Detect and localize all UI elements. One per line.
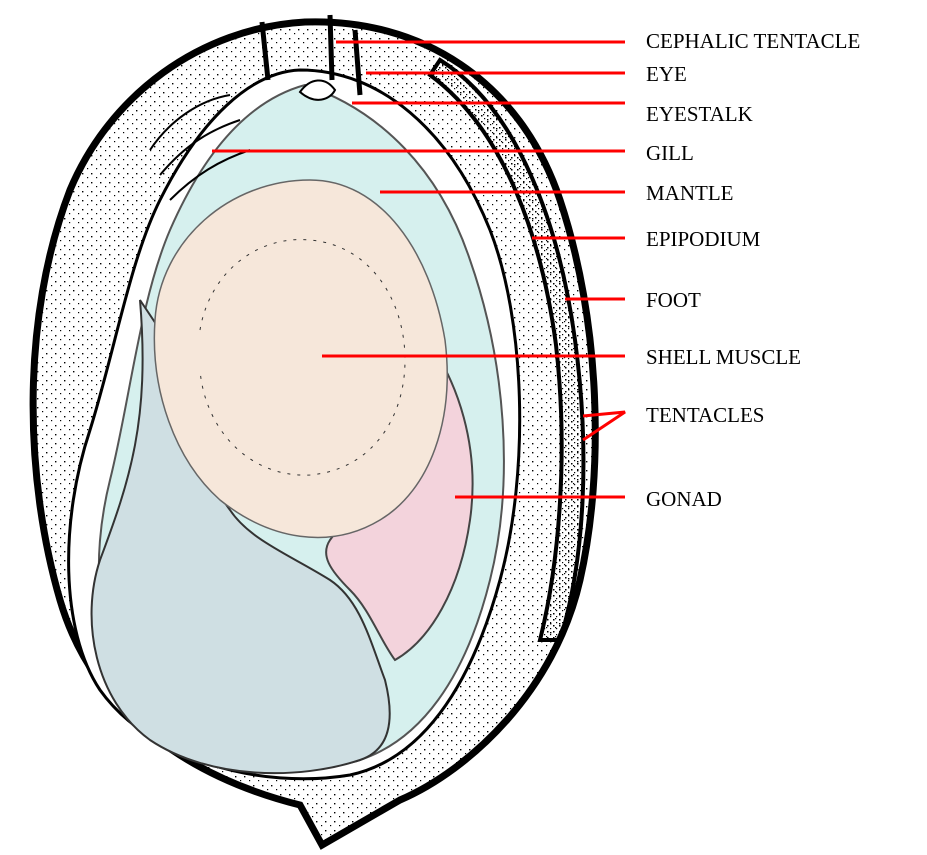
label-epipodium: EPIPODIUM xyxy=(646,229,760,250)
label-eyestalk: EYESTALK xyxy=(646,104,753,125)
label-cephalic-tentacle: CEPHALIC TENTACLE xyxy=(646,31,860,52)
label-foot: FOOT xyxy=(646,290,701,311)
label-tentacles: TENTACLES xyxy=(646,405,764,426)
label-shell-muscle: SHELL MUSCLE xyxy=(646,347,801,368)
label-gill: GILL xyxy=(646,143,694,164)
label-eye: EYE xyxy=(646,64,687,85)
label-mantle: MANTLE xyxy=(646,183,734,204)
label-gonad: GONAD xyxy=(646,489,722,510)
